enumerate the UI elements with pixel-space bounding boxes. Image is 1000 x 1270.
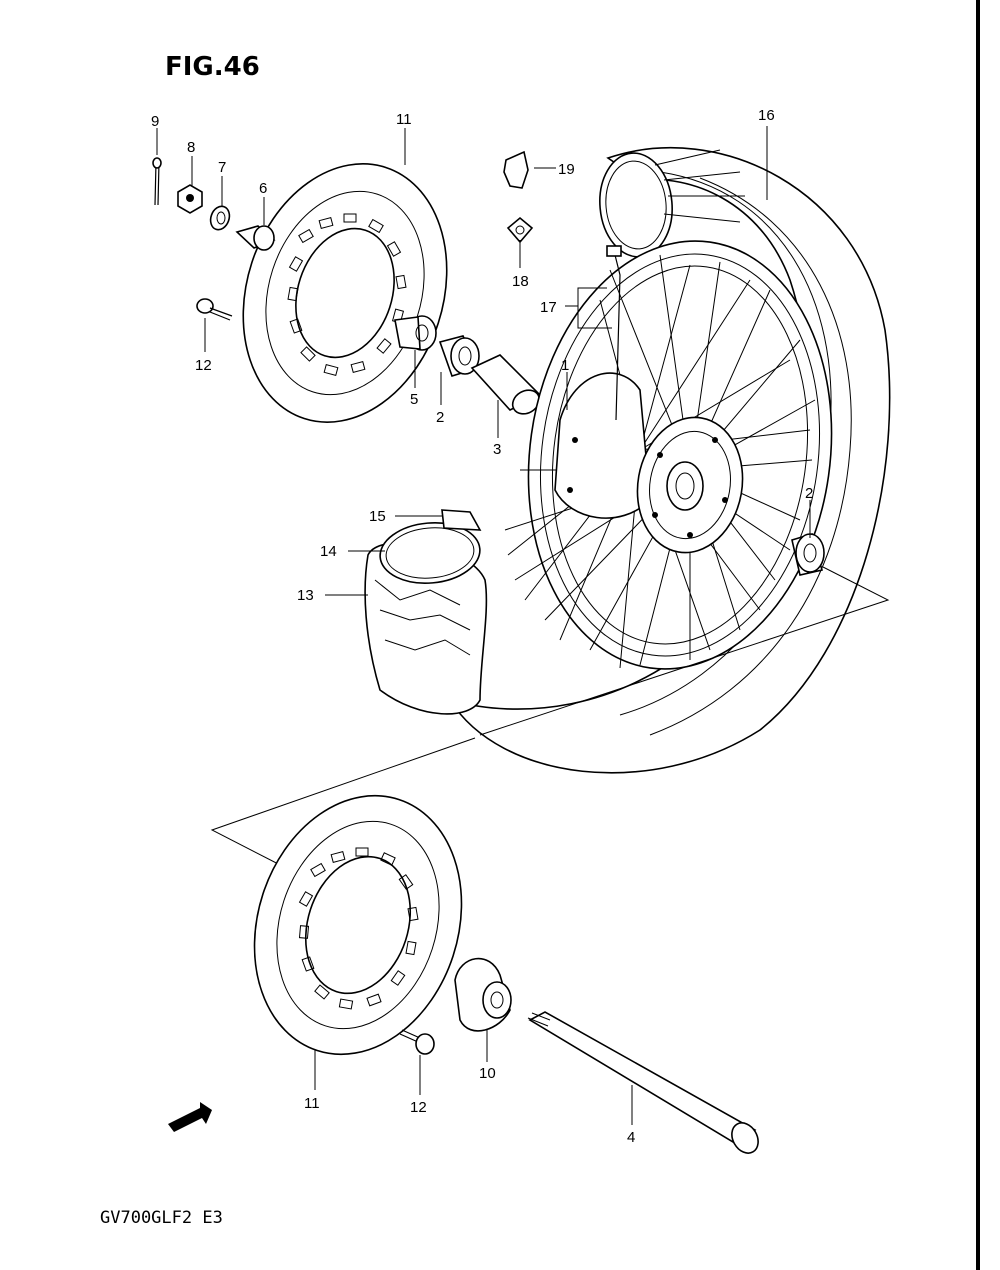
callout-16: 16 bbox=[758, 107, 775, 124]
callout-8: 8 bbox=[187, 139, 195, 156]
model-code: GV700GLF2 E3 bbox=[100, 1208, 223, 1228]
callout-6: 6 bbox=[259, 180, 267, 197]
callout-12-lower: 12 bbox=[410, 1099, 427, 1116]
callout-12-upper: 12 bbox=[195, 357, 212, 374]
callout-14: 14 bbox=[320, 543, 337, 560]
speedometer-gearbox bbox=[454, 957, 512, 1032]
callout-10: 10 bbox=[479, 1065, 496, 1082]
spacer-tube bbox=[470, 354, 542, 415]
disc-bolt-lower bbox=[399, 1029, 435, 1055]
bearing-right bbox=[791, 532, 825, 576]
callout-17: 17 bbox=[540, 299, 557, 316]
callout-15: 15 bbox=[369, 508, 386, 525]
callout-7: 7 bbox=[218, 159, 226, 176]
leader-lines bbox=[156, 126, 811, 1125]
callout-labels: 9 8 7 6 11 12 5 2 3 19 18 17 16 1 2 15 1… bbox=[151, 107, 813, 1146]
spoke-nipple bbox=[606, 245, 622, 421]
washer bbox=[209, 205, 231, 231]
callout-11-lower: 11 bbox=[304, 1095, 320, 1112]
cotter-pin bbox=[152, 157, 162, 206]
wheel-hub bbox=[554, 372, 744, 554]
callout-11-upper: 11 bbox=[396, 111, 412, 128]
perspective-guides bbox=[210, 566, 890, 871]
callout-3: 3 bbox=[493, 441, 501, 458]
fwd-arrow-icon bbox=[168, 1102, 212, 1132]
callout-2-upper: 2 bbox=[436, 409, 444, 426]
callout-1: 1 bbox=[561, 357, 569, 374]
callout-5: 5 bbox=[410, 391, 418, 408]
rim-band bbox=[379, 521, 481, 585]
axle-nut bbox=[177, 184, 203, 214]
brake-disc-lower bbox=[253, 794, 463, 1056]
spacer bbox=[235, 225, 276, 251]
valve-cap bbox=[503, 150, 529, 189]
callout-19: 19 bbox=[558, 161, 575, 178]
page-border bbox=[976, 0, 980, 1270]
dust-seal bbox=[394, 315, 437, 351]
callout-13: 13 bbox=[297, 587, 314, 604]
brake-disc-upper bbox=[242, 163, 448, 423]
rim-nut bbox=[506, 216, 534, 244]
bearing-upper bbox=[438, 335, 480, 377]
callout-4: 4 bbox=[627, 1129, 635, 1146]
callout-18: 18 bbox=[512, 273, 529, 290]
callout-9: 9 bbox=[151, 113, 159, 130]
front-axle bbox=[527, 1011, 759, 1154]
callout-2-right: 2 bbox=[805, 485, 813, 502]
figure-title: FIG.46 bbox=[165, 52, 260, 82]
tube-flap bbox=[441, 509, 482, 531]
disc-bolt-upper bbox=[196, 298, 233, 321]
